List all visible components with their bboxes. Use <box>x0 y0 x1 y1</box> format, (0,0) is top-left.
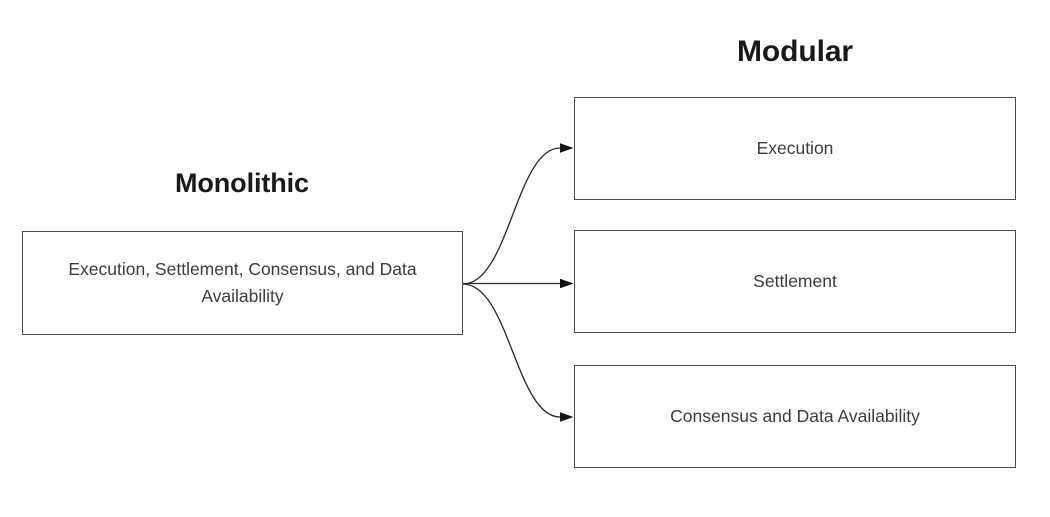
arrow-monolithic-to-settlement <box>463 278 574 289</box>
modular-box-execution-label: Execution <box>756 138 834 158</box>
modular-box-execution[interactable]: Execution <box>574 97 1016 200</box>
monolithic-box-label: Execution, Settlement, Consensus, and Da… <box>68 259 417 306</box>
arrow-monolithic-to-execution <box>462 143 574 285</box>
monolithic-heading: Monolithic <box>175 168 309 198</box>
modular-box-consensus[interactable]: Consensus and Data Availability <box>574 365 1016 468</box>
arrow-monolithic-to-consensus <box>462 283 574 422</box>
modular-box-settlement-label: Settlement <box>753 271 837 291</box>
modular-heading: Modular <box>737 35 853 68</box>
modular-box-consensus-label: Consensus and Data Availability <box>670 406 920 426</box>
modular-box-settlement[interactable]: Settlement <box>574 230 1016 333</box>
monolithic-box[interactable]: Execution, Settlement, Consensus, and Da… <box>22 231 463 335</box>
